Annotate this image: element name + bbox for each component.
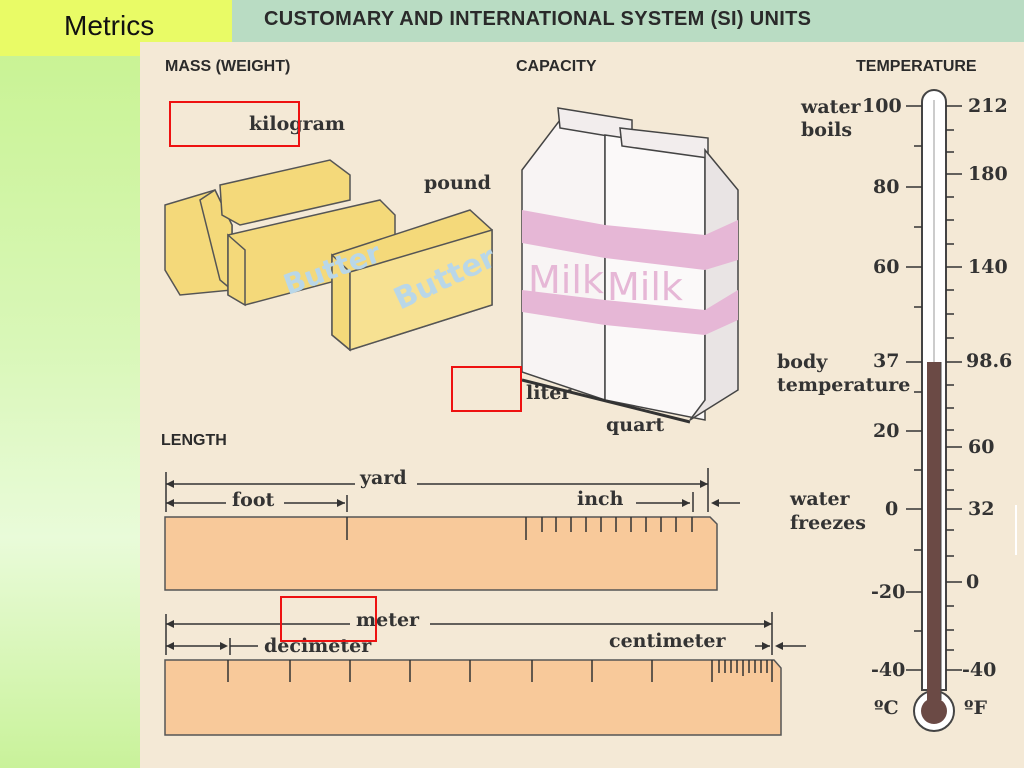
fahrenheit-tick-label: 98.6 (966, 350, 1013, 372)
centimeter-label: centimeter (609, 630, 726, 652)
water-boils-label-1: water (801, 96, 861, 118)
section-mass-label: MASS (WEIGHT) (165, 58, 291, 75)
celsius-tick-label: 0 (885, 498, 899, 520)
section-length-label: LENGTH (161, 432, 227, 449)
celsius-tick-label: -20 (871, 581, 906, 603)
fahrenheit-tick-label: 140 (968, 256, 1008, 278)
fahrenheit-tick-label: 212 (968, 95, 1008, 117)
fahrenheit-tick-label: 32 (968, 498, 995, 520)
celsius-tick-label: 60 (873, 256, 900, 278)
celsius-tick-label: 37 (873, 350, 900, 372)
milk-cartons-illustration (521, 107, 739, 424)
body-temp-label-2: temperature (777, 374, 911, 396)
pound-label: pound (424, 172, 491, 194)
yard-label: yard (360, 467, 407, 489)
quart-label: quart (606, 414, 665, 436)
celsius-tick-label: -40 (871, 659, 906, 681)
body-temp-label-1: body (777, 351, 828, 373)
inch-label: inch (577, 488, 624, 510)
water-freezes-label-1: water (790, 488, 850, 510)
slide-title: Metrics (64, 10, 155, 41)
butter-blocks-illustration (164, 159, 493, 352)
header-title: CUSTOMARY AND INTERNATIONAL SYSTEM (SI) … (264, 8, 812, 30)
meter-ruler (164, 612, 806, 736)
left-decor-bar (0, 0, 140, 768)
celsius-tick-label: 100 (862, 95, 902, 117)
celsius-tick-label: 80 (873, 176, 900, 198)
fahrenheit-tick-label: 60 (968, 436, 995, 458)
water-freezes-label-2: freezes (790, 512, 866, 534)
yard-ruler (164, 468, 740, 591)
fahrenheit-unit-label: ºF (964, 697, 987, 719)
milk-text-left: Milk (528, 258, 604, 302)
meter-label: meter (356, 609, 420, 631)
answer-blank-kilogram[interactable] (169, 101, 300, 147)
header-bar (232, 0, 1024, 42)
kilogram-label: kilogram (249, 113, 345, 135)
liter-label: liter (526, 382, 572, 404)
answer-blank-liter[interactable] (451, 366, 522, 412)
foot-label: foot (232, 489, 275, 511)
celsius-unit-label: ºC (874, 697, 899, 719)
answer-blank-meter[interactable] (280, 596, 377, 642)
thermometer-illustration (906, 89, 962, 732)
section-temperature-label: TEMPERATURE (856, 58, 977, 75)
celsius-tick-label: 20 (873, 420, 900, 442)
fahrenheit-tick-label: -40 (962, 659, 997, 681)
water-boils-label-2: boils (801, 119, 853, 141)
fahrenheit-tick-label: 180 (968, 163, 1008, 185)
fahrenheit-tick-label: 0 (966, 571, 980, 593)
section-capacity-label: CAPACITY (516, 58, 597, 75)
milk-text-right: Milk (607, 265, 683, 309)
